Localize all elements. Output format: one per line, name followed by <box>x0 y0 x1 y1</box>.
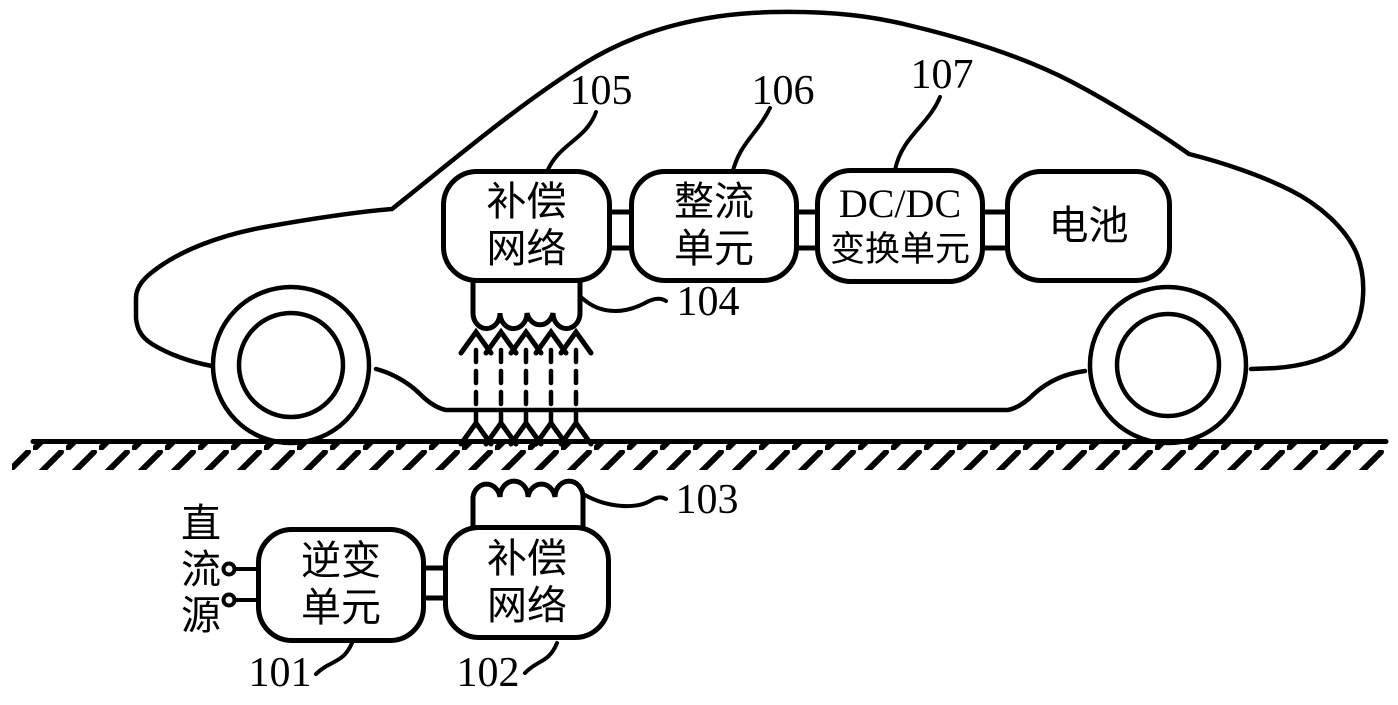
ref-107: 107 <box>910 52 974 98</box>
block-label-line: 网络 <box>486 226 567 271</box>
block-compensation-vehicle: 补偿 网络 <box>441 169 612 283</box>
leader-106 <box>730 106 772 176</box>
block-label-line: 整流 <box>674 179 754 225</box>
ref-106: 106 <box>751 68 815 114</box>
block-label-line: 补偿 <box>486 179 567 225</box>
flux-arrow <box>458 327 494 447</box>
ref-102: 102 <box>456 650 520 696</box>
block-label-line: 补偿 <box>487 535 567 581</box>
block-label-line: 单元 <box>301 585 381 630</box>
leader-107 <box>893 95 942 172</box>
block-battery: 电池 <box>1005 169 1172 283</box>
dc-terminal-plus <box>221 561 237 577</box>
front-wheel-outer <box>210 284 372 446</box>
dc-source-terminals <box>221 561 262 608</box>
leader-lines <box>314 95 942 676</box>
ground-coil <box>470 478 586 530</box>
ref-104: 104 <box>676 279 740 325</box>
leader-105 <box>545 110 598 174</box>
flux-arrow <box>508 327 544 447</box>
dc-source-label: 直流源 <box>181 501 221 638</box>
ref-101: 101 <box>248 650 312 696</box>
block-dcdc-converter: DC/DC 变换单元 <box>815 168 985 284</box>
ground-hatching <box>12 443 1384 470</box>
car-outline <box>133 9 1366 372</box>
rear-wheel-outer <box>1087 284 1249 446</box>
leader-101 <box>314 641 354 676</box>
leader-104 <box>580 296 668 313</box>
leader-103 <box>583 493 668 509</box>
block-label-line: 网络 <box>487 582 567 628</box>
block-rectifier: 整流 单元 <box>629 169 799 283</box>
block-compensation-ground: 补偿 网络 <box>443 525 611 640</box>
ref-103: 103 <box>675 477 739 523</box>
block-label-line: 变换单元 <box>829 229 970 269</box>
flux-arrow <box>483 327 519 447</box>
block-label-line: 单元 <box>674 226 754 271</box>
rear-wheel-inner <box>1114 311 1222 419</box>
ref-105: 105 <box>569 68 633 114</box>
vehicle-coil <box>470 278 583 332</box>
block-inverter: 逆变 单元 <box>256 527 426 643</box>
car-underbody <box>373 366 1088 413</box>
front-wheel-inner <box>236 310 346 420</box>
flux-arrows <box>458 327 594 447</box>
flux-arrow <box>533 327 569 447</box>
flux-arrow <box>558 327 594 447</box>
dc-terminal-minus <box>221 592 237 608</box>
block-label-line: DC/DC <box>838 180 962 226</box>
block-label-line: 逆变 <box>301 538 381 584</box>
block-label-line: 电池 <box>1048 202 1129 248</box>
leader-102 <box>523 641 559 675</box>
